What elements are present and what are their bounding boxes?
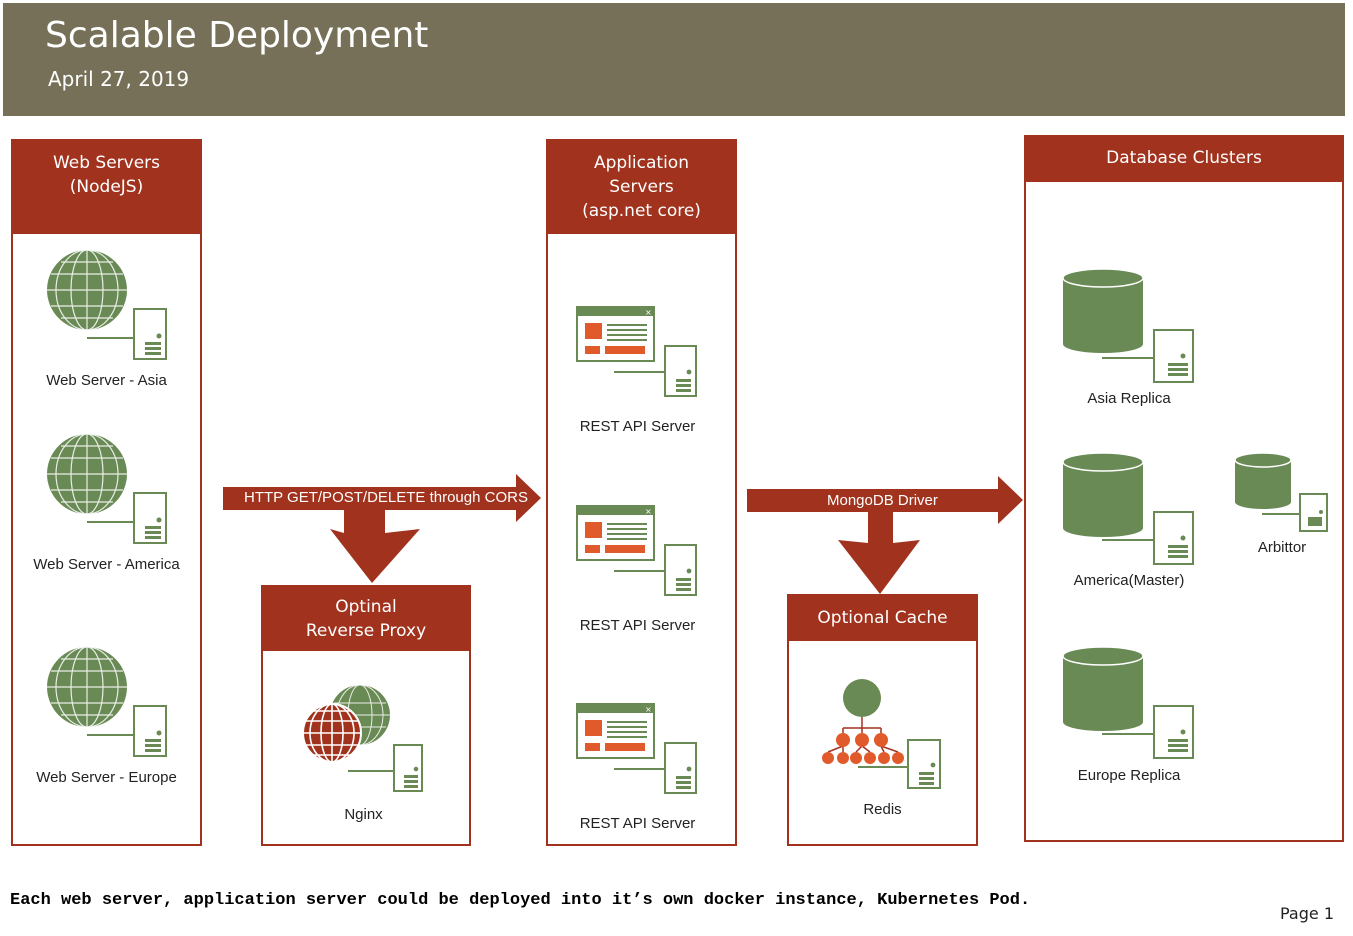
server-icon xyxy=(1299,493,1328,532)
reverse-proxy-title-2: Reverse Proxy xyxy=(305,621,427,641)
nginx-label: Nginx xyxy=(344,806,383,823)
asia-replica-icon xyxy=(1062,268,1194,383)
rest-api-server-3-label: REST API Server xyxy=(579,815,696,832)
web-server-america-label: Web Server - America xyxy=(33,556,180,573)
arbittor-icon xyxy=(1234,452,1328,532)
web-servers-title-1: Web Servers xyxy=(52,153,161,173)
red-globe-icon xyxy=(302,703,362,763)
globe-icon xyxy=(47,646,127,728)
redis-icon xyxy=(822,679,941,789)
globe-icon xyxy=(47,249,127,331)
browser-window-icon: × xyxy=(576,703,655,759)
europe-replica-icon xyxy=(1062,646,1194,759)
page-title: Scalable Deployment xyxy=(45,15,429,56)
server-icon xyxy=(393,744,423,792)
database-clusters-header: Database Clusters xyxy=(1026,137,1342,182)
optional-cache-header: Optional Cache xyxy=(789,596,976,641)
server-icon xyxy=(1153,705,1194,759)
server-icon xyxy=(1153,329,1194,383)
america-master-label: America(Master) xyxy=(1073,572,1185,589)
optional-cache-title: Optional Cache xyxy=(817,608,948,628)
europe-replica-label: Europe Replica xyxy=(1077,767,1181,784)
database-icon xyxy=(1234,452,1292,509)
mongo-arrow-label: MongoDB Driver xyxy=(827,492,938,509)
http-arrow xyxy=(223,474,541,583)
web-server-europe-icon xyxy=(47,646,167,757)
header-banner: Scalable Deployment April 27, 2019 xyxy=(3,3,1345,116)
database-icon xyxy=(1062,268,1144,353)
nginx-icon xyxy=(302,684,423,792)
web-server-asia-icon xyxy=(47,249,167,360)
server-icon xyxy=(133,705,167,757)
browser-window-icon: × xyxy=(576,505,655,561)
rest-api-server-1-label: REST API Server xyxy=(579,418,696,435)
hierarchy-icon xyxy=(822,679,904,764)
svg-text:×: × xyxy=(645,507,652,516)
asia-replica-label: Asia Replica xyxy=(1087,390,1171,407)
redis-label: Redis xyxy=(863,801,902,818)
app-servers-title-3: (asp.net core) xyxy=(582,201,701,221)
server-icon xyxy=(1153,511,1194,565)
mongo-arrow xyxy=(747,476,1023,594)
app-servers-title-1: Application xyxy=(594,153,689,173)
server-icon xyxy=(664,345,697,397)
page-date: April 27, 2019 xyxy=(48,67,190,91)
reverse-proxy-title-1: Optinal xyxy=(335,597,397,617)
web-server-asia-label: Web Server - Asia xyxy=(46,372,167,389)
app-servers-header: Application Servers (asp.net core) xyxy=(548,141,735,234)
web-servers-header: Web Servers (NodeJS) xyxy=(13,141,200,234)
svg-text:×: × xyxy=(645,705,652,714)
web-server-europe-label: Web Server - Europe xyxy=(36,769,177,786)
web-servers-title-2: (NodeJS) xyxy=(69,177,144,197)
reverse-proxy-header: Optinal Reverse Proxy xyxy=(263,587,469,651)
rest-api-server-2-label: REST API Server xyxy=(579,617,696,634)
footer-note: Each web server, application server coul… xyxy=(10,891,1031,910)
rest-api-server-2-icon: × xyxy=(576,505,697,596)
server-icon xyxy=(907,739,941,789)
browser-window-icon: × xyxy=(576,306,655,362)
server-icon xyxy=(664,742,697,794)
svg-text:×: × xyxy=(645,308,652,317)
database-icon xyxy=(1062,646,1144,731)
page-number: Page 1 xyxy=(1280,904,1334,923)
http-arrow-label: HTTP GET/POST/DELETE through CORS xyxy=(244,489,528,506)
america-master-icon xyxy=(1062,452,1194,565)
rest-api-server-3-icon: × xyxy=(576,703,697,794)
globe-icon xyxy=(47,433,127,515)
server-icon xyxy=(133,492,167,544)
database-clusters-title: Database Clusters xyxy=(1106,148,1262,168)
server-icon xyxy=(133,308,167,360)
arbittor-label: Arbittor xyxy=(1257,539,1307,556)
web-server-america-icon xyxy=(47,433,167,544)
optional-cache-box: Optional Cache xyxy=(787,594,978,846)
rest-api-server-1-icon: × xyxy=(576,306,697,397)
database-icon xyxy=(1062,452,1144,537)
app-servers-title-2: Servers xyxy=(609,177,674,197)
server-icon xyxy=(664,544,697,596)
